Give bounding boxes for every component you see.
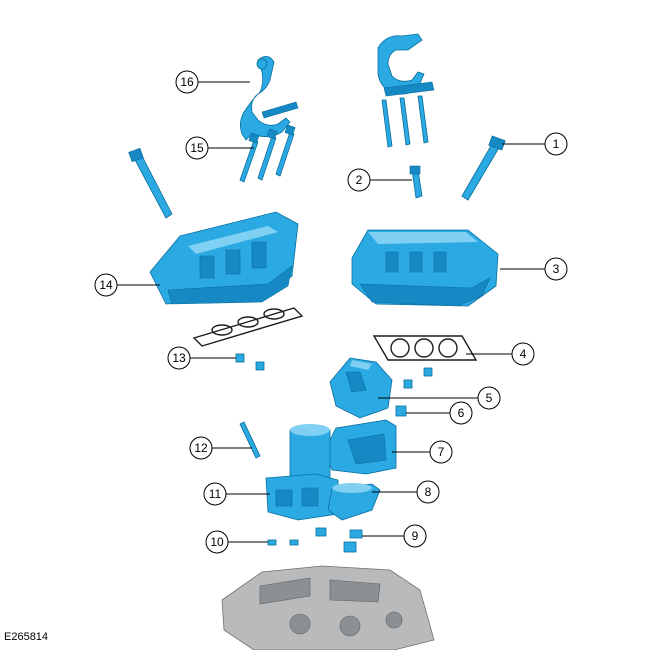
callout-5: 5 [477,386,501,410]
part-fuel-pump [329,357,393,419]
part-left-head-bolt [128,147,173,219]
callout-9: 9 [403,524,427,548]
part-plugs-9 [315,527,363,553]
callout-11-label: 11 [209,487,222,501]
part-oil-filter-housing [265,424,339,521]
callout-4: 4 [511,342,535,366]
callout-5-label: 5 [486,391,493,405]
part-right-head-bolt [461,135,506,201]
callout-1: 1 [544,132,568,156]
callout-8: 8 [416,480,440,504]
callout-2: 2 [347,168,371,192]
figure-id: E265814 [4,631,48,643]
part-right-cylinder-head [351,229,499,307]
callout-14: 14 [94,273,118,297]
callout-16: 16 [175,70,199,94]
callout-14-label: 14 [99,278,113,292]
callout-12-label: 12 [194,441,208,455]
callout-7-label: 7 [438,445,445,459]
callout-3-label: 3 [553,262,560,276]
part-bolt-12 [239,421,261,459]
callout-13-label: 13 [172,351,186,365]
callout-12: 12 [189,436,213,460]
callout-9-label: 9 [412,529,419,543]
callout-3: 3 [544,257,568,281]
callout-16-label: 16 [180,75,194,89]
callout-2-label: 2 [356,173,363,187]
callout-8-label: 8 [425,485,432,499]
callout-15-label: 15 [190,141,204,155]
callout-11: 11 [203,482,227,506]
callout-1-label: 1 [553,137,560,151]
part-seal-6 [395,405,407,417]
part-right-dowels [403,367,433,389]
part-left-cylinder-head [149,211,299,305]
part-left-fuel-rail [240,56,299,141]
leader-lines [117,81,545,543]
callout-15: 15 [185,136,209,160]
part-oil-pan-8 [327,483,381,521]
part-fittings-10 [267,539,299,546]
part-right-head-gasket [372,335,478,361]
callout-6: 6 [449,401,473,425]
part-front-cover [323,419,397,475]
part-left-dowels [235,353,265,371]
part-left-injectors [239,124,296,183]
part-right-fuel-rail [377,33,435,97]
callout-4-label: 4 [520,347,527,361]
part-left-head-gasket [192,307,304,347]
part-injector-2 [409,165,423,199]
callout-13: 13 [167,346,191,370]
callout-10-label: 10 [210,535,224,549]
part-engine-block [221,565,435,650]
callout-10: 10 [205,530,229,554]
callout-6-label: 6 [458,406,465,420]
part-right-injectors [381,95,429,148]
callout-7: 7 [429,440,453,464]
